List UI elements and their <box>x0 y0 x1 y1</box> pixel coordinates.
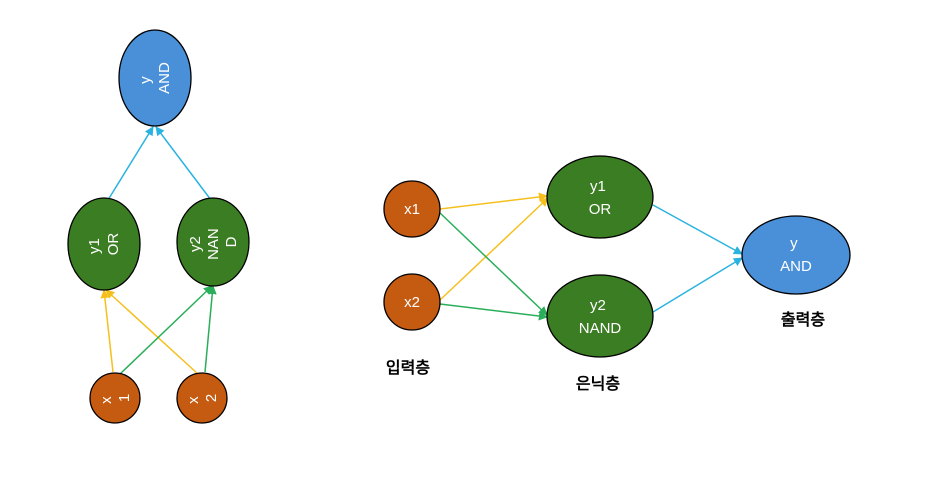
svg-text:y AND: y AND <box>780 235 812 275</box>
left-input-node-x2: x 2 <box>176 372 228 424</box>
right-output-node-y: y AND <box>741 215 851 295</box>
svg-text:x 1: x 1 <box>98 392 133 404</box>
right-input-node-x1: x1 <box>383 180 441 238</box>
left-edge-x2-to-y2 <box>204 285 217 373</box>
right-hidden-node-y2-nand: y2 NAND <box>546 274 654 358</box>
left-edge-x2-to-y1 <box>105 289 199 375</box>
right-edge-x2-to-y2 <box>439 303 548 321</box>
right-edge-x1-to-y2 <box>439 212 548 316</box>
right-edge-x2-to-y1 <box>439 197 549 301</box>
right-hidden-nand-line1: y2 <box>590 297 606 314</box>
svg-text:y2 NAN D: y2 NAN D <box>187 224 240 260</box>
svg-text:x 2: x 2 <box>185 392 220 404</box>
left-input-x1-line2: 1 <box>116 394 133 402</box>
right-edge-x1-to-y1 <box>439 192 548 210</box>
left-output-node-y: y AND <box>118 29 192 127</box>
right-hidden-or-line2: OR <box>589 201 612 218</box>
right-input-x1-label: x1 <box>404 201 420 218</box>
right-input-node-x2: x2 <box>383 273 441 331</box>
right-diagram: x1 x2 y1 OR y2 NAND y <box>383 155 851 393</box>
left-input-x2-line2: 2 <box>203 394 220 402</box>
right-input-x2-label: x2 <box>404 294 420 311</box>
right-hidden-or-line1: y1 <box>590 178 606 195</box>
right-hidden-nand-line2: NAND <box>579 320 622 337</box>
left-output-line2: AND <box>156 62 173 94</box>
left-hidden-nand-line2: NAN <box>205 228 222 260</box>
right-output-line1: y <box>790 235 798 252</box>
svg-text:y AND: y AND <box>137 62 173 94</box>
left-diagram: y AND y1 OR y2 NAN D x 1 <box>67 29 250 424</box>
left-edge-x1-to-y2 <box>119 285 213 375</box>
svg-text:y2 NAND: y2 NAND <box>579 297 622 337</box>
right-output-line2: AND <box>780 258 812 275</box>
right-hidden-node-y1-or: y1 OR <box>546 155 654 239</box>
svg-text:y1 OR: y1 OR <box>589 178 612 218</box>
left-hidden-node-y1-or: y1 OR <box>67 197 141 291</box>
output-layer-label: 출력층 <box>781 310 825 329</box>
left-hidden-node-y2-nand: y2 NAN D <box>176 197 250 287</box>
left-input-x2-line1: x <box>185 396 202 404</box>
left-hidden-or-line2: OR <box>105 233 122 256</box>
input-layer-label: 입력층 <box>386 358 430 377</box>
left-edge-y2-to-y <box>155 126 212 201</box>
left-input-node-x1: x 1 <box>89 372 141 424</box>
left-hidden-or-line1: y1 <box>86 238 103 254</box>
hidden-layer-label: 은닉층 <box>576 374 620 393</box>
left-output-line1: y <box>137 76 154 84</box>
left-hidden-nand-line3: D <box>223 236 240 247</box>
left-edge-x1-to-y1 <box>100 289 114 373</box>
right-edge-y1-to-y <box>652 204 743 255</box>
left-edge-y1-to-y <box>107 126 154 201</box>
left-input-x1-line1: x <box>98 396 115 404</box>
left-hidden-nand-line1: y2 <box>187 236 204 252</box>
right-edge-y2-to-y <box>652 257 743 313</box>
svg-text:y1 OR: y1 OR <box>86 233 122 256</box>
